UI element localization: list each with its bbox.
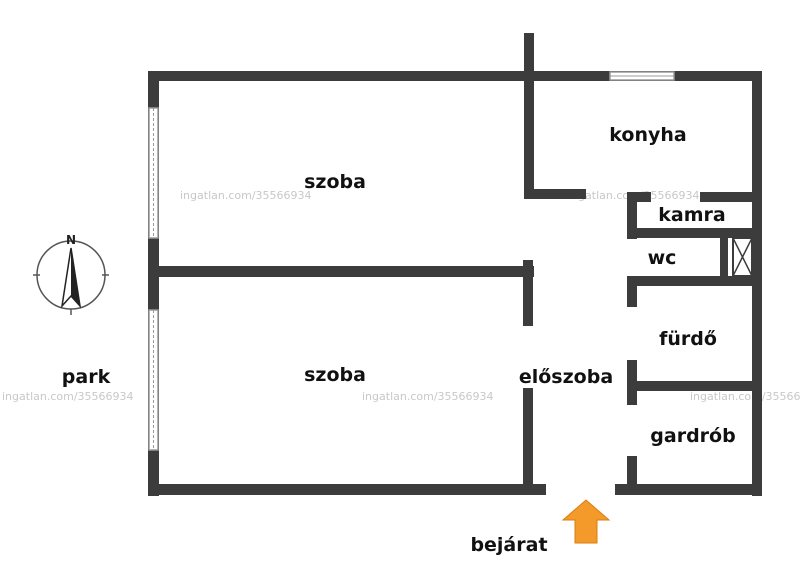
wall-pantry-top-left <box>627 192 651 202</box>
windows <box>148 71 675 451</box>
label-wardrobe: gardrób <box>650 425 735 447</box>
wall-service-left-4 <box>627 456 637 494</box>
watermark-4: ingatlan.com/35566934 <box>362 390 494 403</box>
watermark-3: ingatlan.com/35566934 <box>2 390 134 403</box>
wall-top <box>148 71 762 81</box>
wall-bottom-right <box>615 484 762 495</box>
wall-kitchen-bottom <box>524 189 586 199</box>
label-room-bottom: szoba <box>304 364 366 386</box>
wall-pantry-bottom <box>627 228 762 238</box>
watermark-5: ingatlan.com/35566934 <box>690 390 800 403</box>
label-kitchen: konyha <box>609 124 686 146</box>
label-pantry: kamra <box>658 204 725 226</box>
wall-kitchen-left <box>524 71 534 199</box>
wall-service-left-1 <box>627 192 637 239</box>
wall-left <box>148 71 159 496</box>
wall-pantry-top <box>700 192 762 202</box>
wall-hall-left-lower <box>523 388 533 494</box>
label-hall: előszoba <box>519 366 613 388</box>
wall-wc-bottom <box>627 276 762 286</box>
wall-hall-left-upper <box>523 260 533 326</box>
wall-kitchen-extension <box>524 33 534 81</box>
label-bathroom: fürdő <box>659 328 717 350</box>
wall-rooms-divider <box>148 266 534 277</box>
label-entrance: bejárat <box>470 534 547 556</box>
walls <box>148 33 762 496</box>
label-toilet: wc <box>648 247 677 269</box>
arrow-up-icon <box>561 499 611 544</box>
wall-bath-bottom <box>627 381 762 391</box>
watermark-1: ingatlan.com/35566934 <box>180 189 312 202</box>
label-room-top: szoba <box>304 171 366 193</box>
wall-wc-right <box>720 228 728 286</box>
wall-service-left-2 <box>627 280 637 307</box>
compass-north-letter: N <box>66 233 76 247</box>
label-park: park <box>62 366 111 388</box>
compass-icon: N <box>33 233 109 315</box>
ventilation-shaft-icon <box>732 237 753 277</box>
wall-bottom-left <box>148 484 546 495</box>
